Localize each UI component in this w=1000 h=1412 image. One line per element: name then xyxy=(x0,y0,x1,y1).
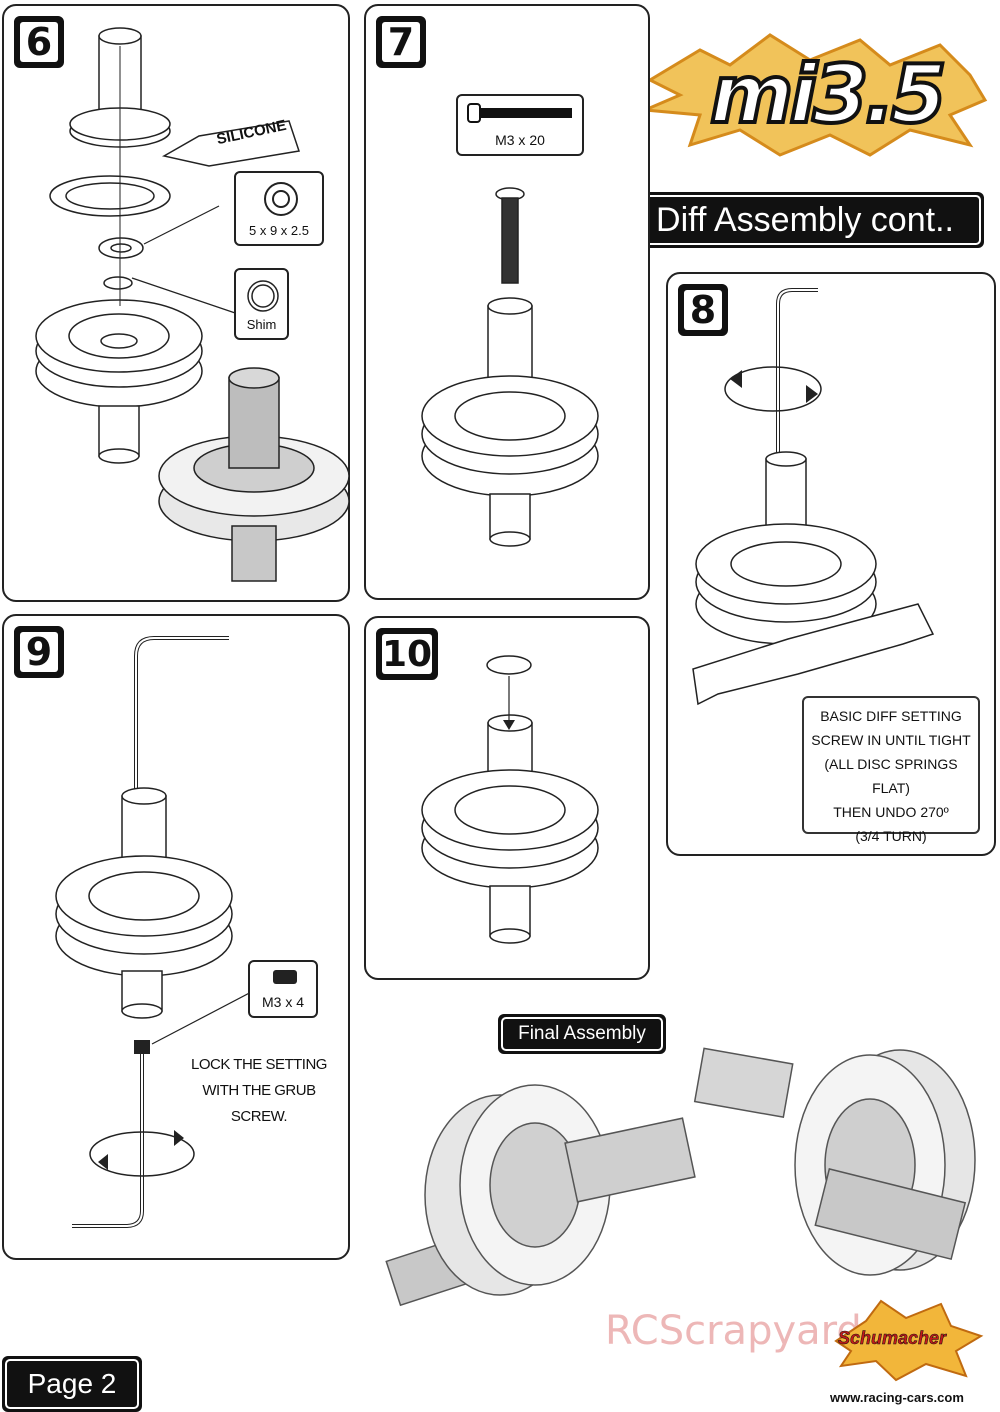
shim-tag: Shim xyxy=(234,268,289,340)
diff-exploded-drawing xyxy=(35,27,350,582)
grub-size: M3 x 4 xyxy=(261,994,304,1010)
brand-text: Schumacher xyxy=(838,1328,947,1349)
step-8-panel: 8 BASIC DIFF SETTING SCREW IN UNTIL TIGH… xyxy=(666,272,996,856)
logo: mi3.5 xyxy=(640,30,990,160)
logo-text: mi3.5 xyxy=(708,46,948,143)
diff-clip-drawing xyxy=(421,655,599,944)
screw-size: M3 x 20 xyxy=(495,132,545,148)
screw-icon xyxy=(467,103,572,123)
screw-tag: M3 x 20 xyxy=(456,94,584,156)
bearing-tag: 5 x 9 x 2.5 xyxy=(234,171,324,246)
step-9-number: 9 xyxy=(14,626,64,678)
step-7-number: 7 xyxy=(376,16,426,68)
diff-setting-note: BASIC DIFF SETTING SCREW IN UNTIL TIGHT … xyxy=(802,696,980,844)
bearing-size: 5 x 9 x 2.5 xyxy=(249,223,309,238)
step-10-number: 10 xyxy=(376,628,438,680)
grub-caption: LOCK THE SETTING WITH THE GRUB SCREW. xyxy=(191,1056,327,1125)
shim-icon xyxy=(247,280,279,312)
diff-screw-drawing xyxy=(421,187,599,547)
website: www.racing-cars.com xyxy=(830,1390,964,1405)
diff-grubscrew-drawing xyxy=(55,636,260,1228)
brand-logo: Schumacher xyxy=(826,1296,986,1382)
final-assembly-drawing xyxy=(385,1047,976,1307)
grub-tag: M3 x 4 xyxy=(248,960,318,1018)
step-10-panel: 10 xyxy=(364,616,650,980)
brand-burst xyxy=(834,1299,984,1382)
step-6-number: 6 xyxy=(14,16,64,68)
page-label: Page 2 xyxy=(2,1356,142,1412)
bearing-icon xyxy=(264,182,298,216)
shim-label: Shim xyxy=(246,317,277,332)
section-title: Diff Assembly cont.. xyxy=(626,192,984,248)
logo-burst xyxy=(644,33,988,157)
grub-screw-icon xyxy=(273,970,297,984)
step-7-panel: 7 M3 x 20 xyxy=(364,4,650,600)
step-9-panel: 9 M3 x 4 LOCK THE SETTING WITH THE xyxy=(2,614,350,1260)
final-assembly-title: Final Assembly xyxy=(498,1014,666,1054)
diff-hexkey-wrench-drawing xyxy=(692,288,935,706)
step-6-panel: 6 xyxy=(2,4,350,602)
step-8-number: 8 xyxy=(678,284,728,336)
